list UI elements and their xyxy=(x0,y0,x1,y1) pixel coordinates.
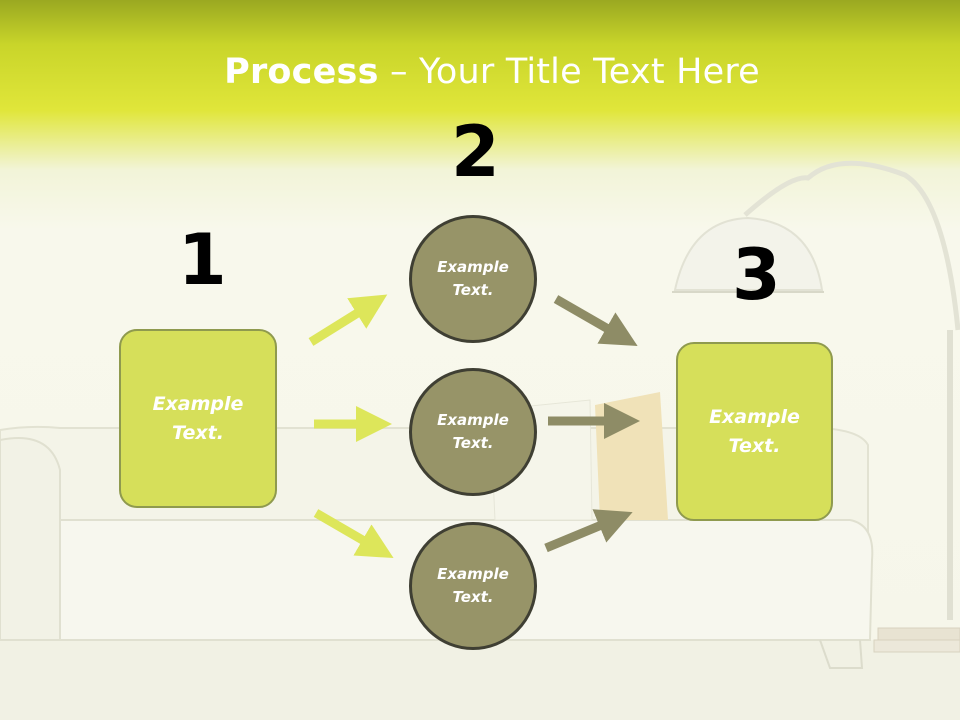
step-3-number: 3 xyxy=(732,234,781,316)
step-2-circle-top: Example Text. xyxy=(409,215,537,343)
title-bold: Process xyxy=(224,52,379,92)
step-2-number: 2 xyxy=(451,111,500,193)
arrow-bottom-to-3 xyxy=(544,509,633,553)
step-3-text: Example Text. xyxy=(709,405,800,457)
slide-title: Process – Your Title Text Here xyxy=(0,52,960,92)
step-1-box: Example Text. xyxy=(119,329,277,508)
arrow-1-to-top xyxy=(308,294,388,346)
step-3-box: Example Text. xyxy=(676,342,833,521)
title-rest: – Your Title Text Here xyxy=(378,52,760,92)
step-2-circle-bottom: Example Text. xyxy=(409,522,537,650)
step-1-number: 1 xyxy=(178,219,227,301)
arrow-top-to-3 xyxy=(553,295,638,346)
circle-middle-text: Example Text. xyxy=(437,411,509,452)
circle-bottom-text: Example Text. xyxy=(437,565,509,606)
arrow-1-to-bottom xyxy=(313,509,394,559)
circle-top-text: Example Text. xyxy=(437,258,509,299)
step-1-text: Example Text. xyxy=(152,392,244,444)
step-2-circle-middle: Example Text. xyxy=(409,368,537,496)
